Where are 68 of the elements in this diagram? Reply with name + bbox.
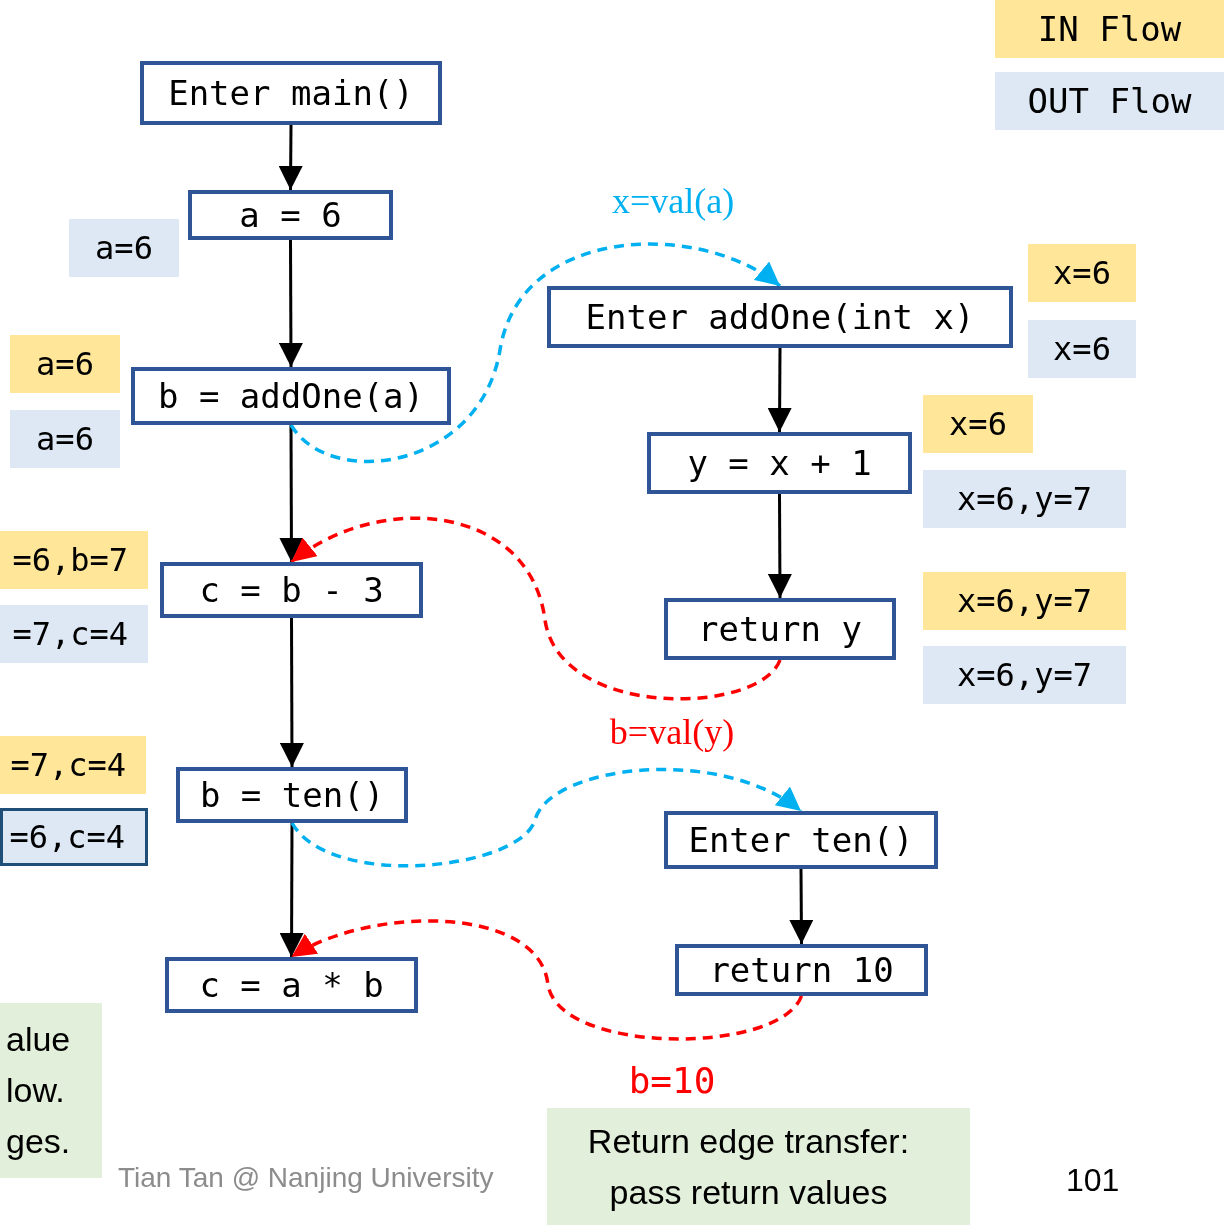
out-flow-fact xyxy=(69,219,179,277)
flow-arrow xyxy=(279,618,304,767)
in-flow-fact xyxy=(10,335,120,393)
call-return-arrow xyxy=(289,242,781,463)
code-text: a = 6 xyxy=(239,195,342,235)
in-flow-fact xyxy=(0,736,146,794)
flow-arrow xyxy=(279,425,304,562)
fact-text: a=6 xyxy=(95,229,153,267)
call-return-arrow xyxy=(290,767,802,868)
footer-credit: Tian Tan @ Nanjing University xyxy=(118,1162,494,1194)
code-text: return y xyxy=(698,609,862,649)
statement-box xyxy=(188,190,393,240)
flow-arrow xyxy=(789,869,814,944)
out-flow-fact xyxy=(923,470,1126,528)
code-text: b = addOne(a) xyxy=(157,376,425,416)
flow-arrow xyxy=(278,125,303,190)
in-flow-fact xyxy=(923,572,1126,630)
statement-box xyxy=(165,957,418,1013)
fact-text: x=6,y=7 xyxy=(957,582,1092,620)
flow-arrow xyxy=(278,240,303,367)
note-text: Return edge transfer: pass return values xyxy=(586,1120,911,1213)
legend-text: IN Flow xyxy=(1037,9,1182,49)
statement-box xyxy=(176,767,408,823)
in-flow-fact xyxy=(923,395,1033,453)
code-text: Enter main() xyxy=(168,73,414,113)
code-text: Enter addOne(int x) xyxy=(585,297,975,337)
out-flow-fact xyxy=(923,646,1126,704)
statement-box xyxy=(160,562,423,618)
fact-text: x=6 xyxy=(949,405,1007,443)
in-flow-fact xyxy=(1028,244,1136,302)
out-flow-fact xyxy=(10,410,120,468)
fact-text: =7,c=4 xyxy=(12,615,128,653)
statement-box xyxy=(547,286,1013,348)
page-number: 101 xyxy=(1066,1162,1120,1199)
fact-text: a=6 xyxy=(36,420,94,458)
code-text: y = x + 1 xyxy=(687,443,872,483)
flow-arrow xyxy=(767,348,792,432)
flow-arrow xyxy=(279,823,304,957)
code-text: c = b - 3 xyxy=(199,570,384,610)
note-panel xyxy=(547,1108,970,1225)
out-flow-fact xyxy=(1028,320,1136,378)
note-panel xyxy=(0,1003,102,1178)
statement-box xyxy=(140,61,442,125)
statement-box xyxy=(664,811,938,869)
fact-text: =6,b=7 xyxy=(12,541,128,579)
fact-text: x=6,y=7 xyxy=(957,656,1092,694)
statement-box xyxy=(664,598,896,660)
note-text: alue low. ges. xyxy=(6,1019,72,1162)
statement-box xyxy=(647,432,912,494)
statement-box xyxy=(131,367,451,425)
call-return-arrow xyxy=(290,516,782,701)
fact-text: x=6,y=7 xyxy=(957,480,1092,518)
out-flow-fact xyxy=(0,605,148,663)
flow-arrow xyxy=(767,494,792,598)
statement-box xyxy=(675,944,928,996)
code-text: Enter ten() xyxy=(688,820,914,860)
code-text: c = a * b xyxy=(199,965,384,1005)
code-text: b = ten() xyxy=(199,775,385,815)
fact-text: =7,c=4 xyxy=(10,746,126,784)
code-text: return 10 xyxy=(709,950,894,990)
fact-text: x=6 xyxy=(1053,330,1111,368)
call-return-arrow xyxy=(290,919,803,1041)
fact-text: x=6 xyxy=(1053,254,1111,292)
out-flow-fact xyxy=(0,808,148,866)
in-flow-fact xyxy=(0,531,148,589)
fact-text: =6,c=4 xyxy=(9,818,125,856)
legend-text: OUT Flow xyxy=(1027,81,1192,121)
fact-text: a=6 xyxy=(36,345,94,383)
